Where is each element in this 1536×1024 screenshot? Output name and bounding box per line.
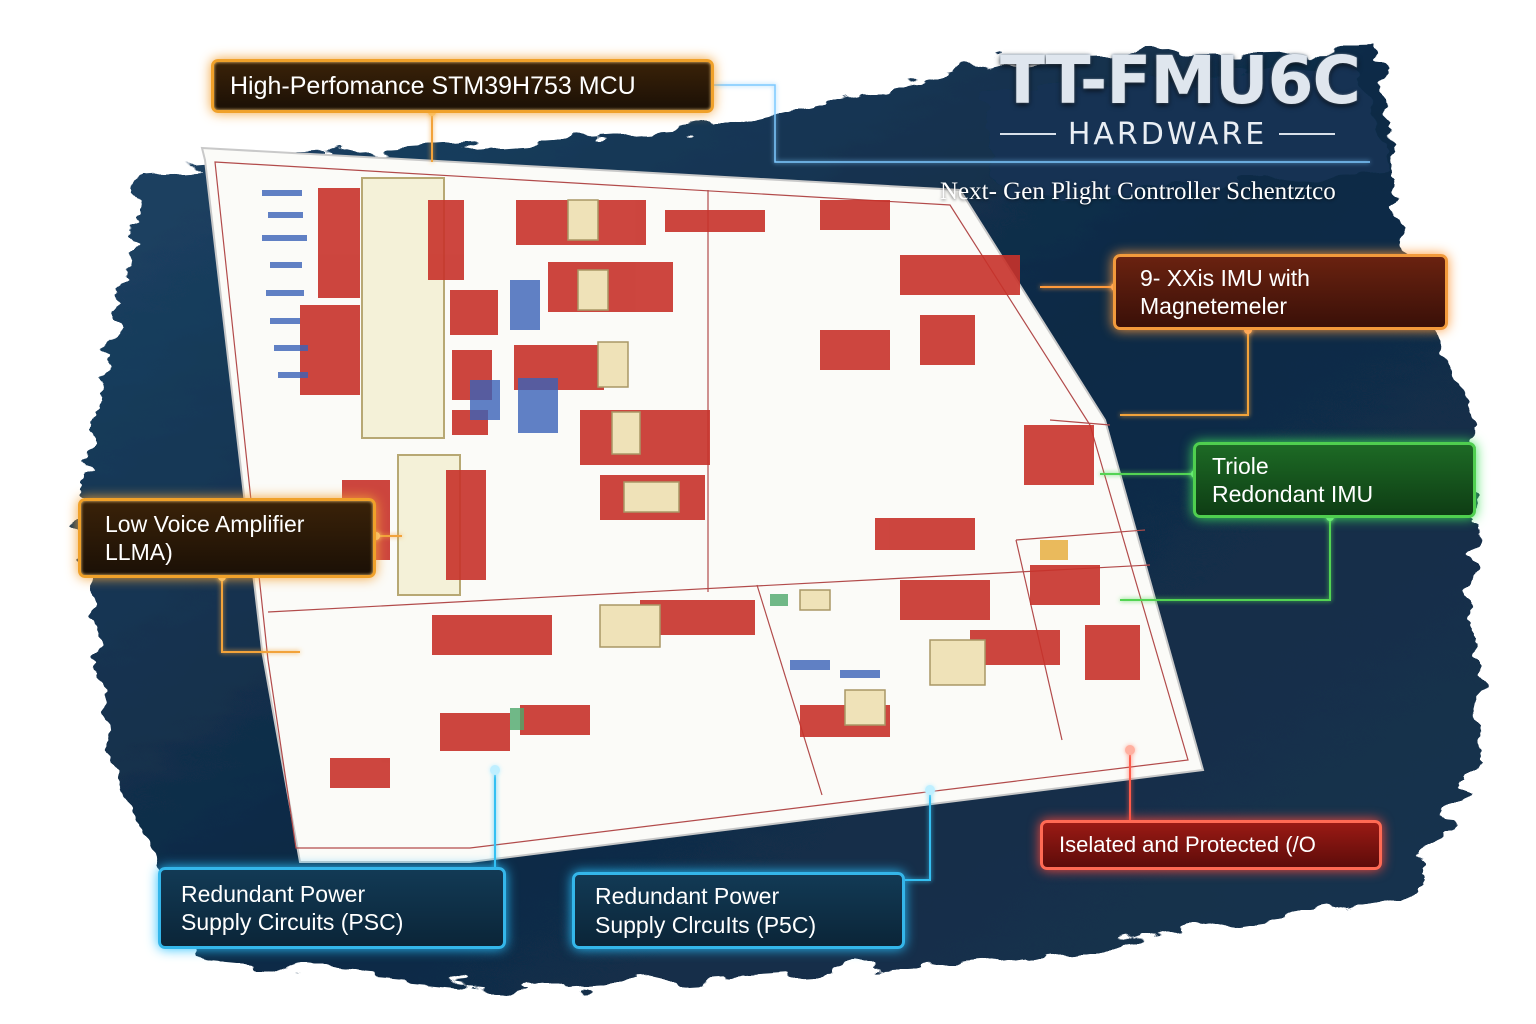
callout-triple-imu-line-2: Redondant IMU xyxy=(1212,481,1374,507)
schematic-sheet xyxy=(200,146,1205,863)
callout-psc-right-line-1: Redundant Power xyxy=(595,883,780,910)
leader-header xyxy=(714,84,1370,163)
subtitle-row: HARDWARE xyxy=(1000,114,1335,154)
callout-imu-line-2: Magnetemeler xyxy=(1140,293,1288,319)
callout-imu: 9- XXis IMU with Magnetemeler xyxy=(1113,254,1448,330)
product-subtitle: HARDWARE xyxy=(1067,116,1268,152)
callout-io: Iselated and Protected (/O xyxy=(1040,820,1382,870)
callout-triple-imu: Triole Redondant IMU xyxy=(1193,442,1476,518)
tagline: Next- Gen Plight Controller Schentztco xyxy=(940,178,1336,205)
callout-io-line-1: Iselated and Protected (/O xyxy=(1059,831,1316,857)
callout-psc-left: Redundant Power Supply Circuits (PSC) xyxy=(158,867,506,949)
callout-mcu-line-1: High-Perfomance STM39H753 MCU xyxy=(230,71,636,100)
callout-imu-line-1: 9- XXis IMU with xyxy=(1140,264,1310,291)
leader-lines xyxy=(221,84,1370,881)
subtitle-rule-right xyxy=(1279,133,1335,135)
callout-lna-line-2: LLMA) xyxy=(105,539,173,565)
leader-triple-imu-down xyxy=(1120,517,1331,601)
callout-triple-imu-line-1: Triole xyxy=(1212,452,1269,479)
product-title: TT-FMU6C xyxy=(1000,42,1361,119)
callout-psc-right-line-2: Supply ClrcuIts (P5C) xyxy=(595,911,817,938)
callout-psc-right: Redundant Power Supply ClrcuIts (P5C) xyxy=(572,872,905,949)
callout-psc-left-line-2: Supply Circuits (PSC) xyxy=(181,909,404,935)
leader-psc-right xyxy=(905,790,931,881)
callout-lna: Low Voice Amplifier LLMA) xyxy=(78,498,376,578)
callout-lna-line-1: Low Voice Amplifier xyxy=(105,510,305,537)
subtitle-rule-left xyxy=(1000,133,1056,135)
leader-imu-down xyxy=(1120,330,1249,416)
leader-lna-down xyxy=(221,577,300,653)
callout-mcu: High-Perfomance STM39H753 MCU xyxy=(211,59,714,113)
callout-psc-left-line-1: Redundant Power xyxy=(181,880,366,907)
